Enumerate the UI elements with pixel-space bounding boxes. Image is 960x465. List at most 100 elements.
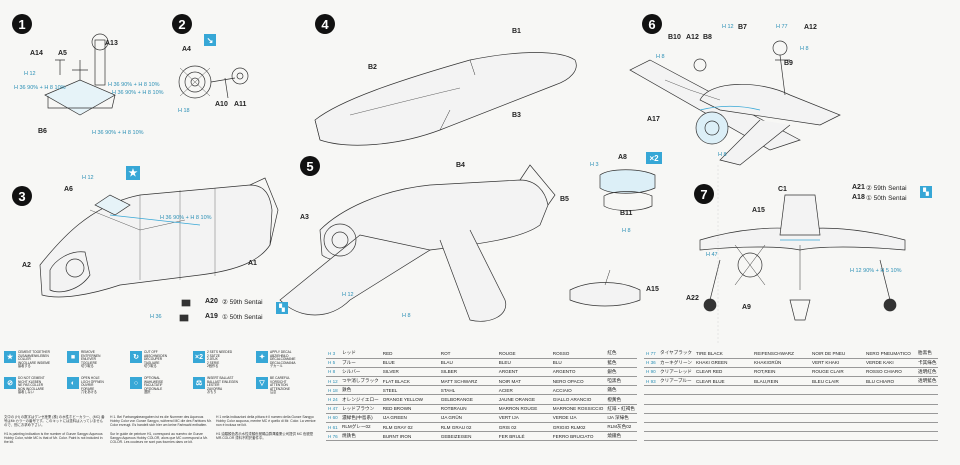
color-cell-cn: 啞黑色 bbox=[605, 376, 637, 387]
part-label: A15 bbox=[646, 286, 659, 293]
blank-cell bbox=[658, 394, 695, 405]
part-label: B4 bbox=[456, 162, 465, 169]
decal-icon: ✦ bbox=[256, 351, 268, 363]
color-cell-h: H 36 bbox=[644, 358, 658, 368]
part-label: B1 bbox=[512, 28, 521, 35]
color-cell-de: BLAU,REIN bbox=[752, 376, 811, 387]
table-row bbox=[644, 422, 939, 433]
legend-item: ◐OPEN HOLE LOCH ÖFFNEN OUVRIR FORARE 穴をあ… bbox=[67, 376, 119, 399]
blank-cell bbox=[694, 404, 753, 414]
color-callout: H 12 bbox=[342, 292, 354, 298]
color-cell-jp: 鉄色 bbox=[340, 385, 381, 396]
color-cell-it: VERDE KAKI bbox=[864, 358, 917, 368]
color-callout: H 47 bbox=[706, 252, 718, 258]
color-cell-en: KHAKI GREEN bbox=[694, 358, 753, 368]
color-cell-en: FLAT BLACK bbox=[380, 376, 439, 387]
part-label: A5 bbox=[58, 50, 67, 57]
color-callout: H 36 90% + H 8 10% bbox=[112, 90, 164, 96]
part-label: A10 bbox=[215, 101, 228, 108]
color-cell-de: ROT,REIN bbox=[752, 367, 811, 378]
color-cell-cn: RLM灰色02 bbox=[605, 422, 637, 433]
part-label: B9 bbox=[784, 60, 793, 67]
color-callout: H 12 90% + H 5 10% bbox=[850, 268, 902, 274]
color-cell-h: H 77 bbox=[644, 349, 658, 359]
color-cell-de: GELBORANGE bbox=[438, 394, 497, 405]
sentai-option: ① 50th Sentai bbox=[222, 314, 263, 321]
blank-cell bbox=[810, 431, 865, 442]
legend-item: ✦APPLY DECAL ABZIEHBILD DÉCALCOMANIE DEC… bbox=[256, 350, 308, 373]
step-number: 2 bbox=[172, 14, 192, 34]
paint-note: 文中の (H) の数字はグンゼ産業 (株) の水性ホビーカラー、(MC) 番号は… bbox=[4, 415, 105, 445]
color-cell-h: H 12 bbox=[326, 376, 340, 387]
caution-icon: ▽ bbox=[256, 377, 268, 389]
color-cell-en: TIRE BLACK bbox=[694, 349, 753, 359]
color-callout: H 36 90% + H 8 10% bbox=[14, 85, 66, 91]
color-cell-de: ROT bbox=[438, 349, 497, 359]
color-cell-jp: シルバー bbox=[340, 367, 381, 378]
color-cell-cn: 鐵色 bbox=[605, 385, 637, 396]
checker-marking-icon: ▚ bbox=[276, 302, 288, 314]
part-label: A2 bbox=[22, 262, 31, 269]
color-cell-it: NERO PNEUMATICO bbox=[864, 349, 917, 359]
color-cell-cn: 透明紅色 bbox=[916, 367, 939, 378]
color-cell-en: ORANGE YELLOW bbox=[380, 394, 439, 405]
blank-cell bbox=[916, 413, 939, 424]
color-cell-it: BLU bbox=[550, 358, 606, 368]
color-cell-it: FERRO BRUCIATO bbox=[550, 431, 606, 442]
color-cell-jp: つや消しブラック bbox=[340, 376, 381, 387]
color-cell-fr: NOIR MAT bbox=[496, 376, 551, 387]
color-cell-it: ROSSO bbox=[550, 349, 606, 359]
x2-icon: ×2 bbox=[193, 351, 205, 363]
step-number: 6 bbox=[642, 14, 662, 34]
color-cell-en: STEEL bbox=[380, 385, 439, 396]
color-cell-de: RLM GRAU 02 bbox=[438, 422, 497, 433]
blank-cell bbox=[810, 385, 865, 396]
color-cell-it: GIALLO ARANCIO bbox=[550, 394, 606, 405]
table-row bbox=[644, 385, 939, 396]
color-cell-it: NERO OPACO bbox=[550, 376, 606, 387]
color-callout: H 8 bbox=[402, 313, 411, 319]
color-cell-cn: 燒鐵色 bbox=[605, 431, 637, 442]
part-label: B6 bbox=[38, 128, 47, 135]
color-cell-en: RLM GRAY 02 bbox=[380, 422, 439, 433]
color-cell-h: H 8 bbox=[326, 367, 340, 378]
color-cell-en: RED bbox=[380, 349, 439, 359]
color-cell-fr: ACIER bbox=[496, 385, 551, 396]
color-cell-h: H 5 bbox=[326, 358, 340, 368]
color-cell-cn: 透明藍色 bbox=[916, 376, 939, 387]
color-cell-fr: NOIR DE PNEU bbox=[810, 349, 865, 359]
color-callout: H 8 bbox=[622, 228, 631, 234]
ballast-icon: ⚖ bbox=[193, 377, 205, 389]
color-cell-jp: クリアーレッド bbox=[658, 367, 695, 378]
part-label: A18 bbox=[852, 194, 865, 201]
color-cell-h: H 18 bbox=[326, 385, 340, 396]
color-cell-jp: レッド bbox=[340, 349, 381, 359]
part-label: A9 bbox=[742, 304, 751, 311]
blank-cell bbox=[658, 422, 695, 433]
color-cell-h: H 76 bbox=[326, 431, 340, 442]
legend-item: ■REMOVE ENTFERNEN ENLEVER TOGLIERE 切り取る bbox=[67, 350, 119, 373]
blank-cell bbox=[916, 385, 939, 396]
part-label: B5 bbox=[560, 196, 569, 203]
blank-cell bbox=[644, 385, 658, 396]
do-not-cement-icon: ⊘ bbox=[4, 377, 16, 389]
color-cell-jp: クリアーブルー bbox=[658, 376, 695, 387]
color-callout: H 36 90% + H 8 10% bbox=[92, 130, 144, 136]
color-cell-it: ARGENTO bbox=[550, 367, 606, 378]
color-callout: H 12 bbox=[722, 24, 734, 30]
color-cell-fr: ARGENT bbox=[496, 367, 551, 378]
blank-cell bbox=[658, 385, 695, 396]
part-label: A3 bbox=[300, 214, 309, 221]
open-hole-icon: ◐ bbox=[67, 377, 79, 389]
